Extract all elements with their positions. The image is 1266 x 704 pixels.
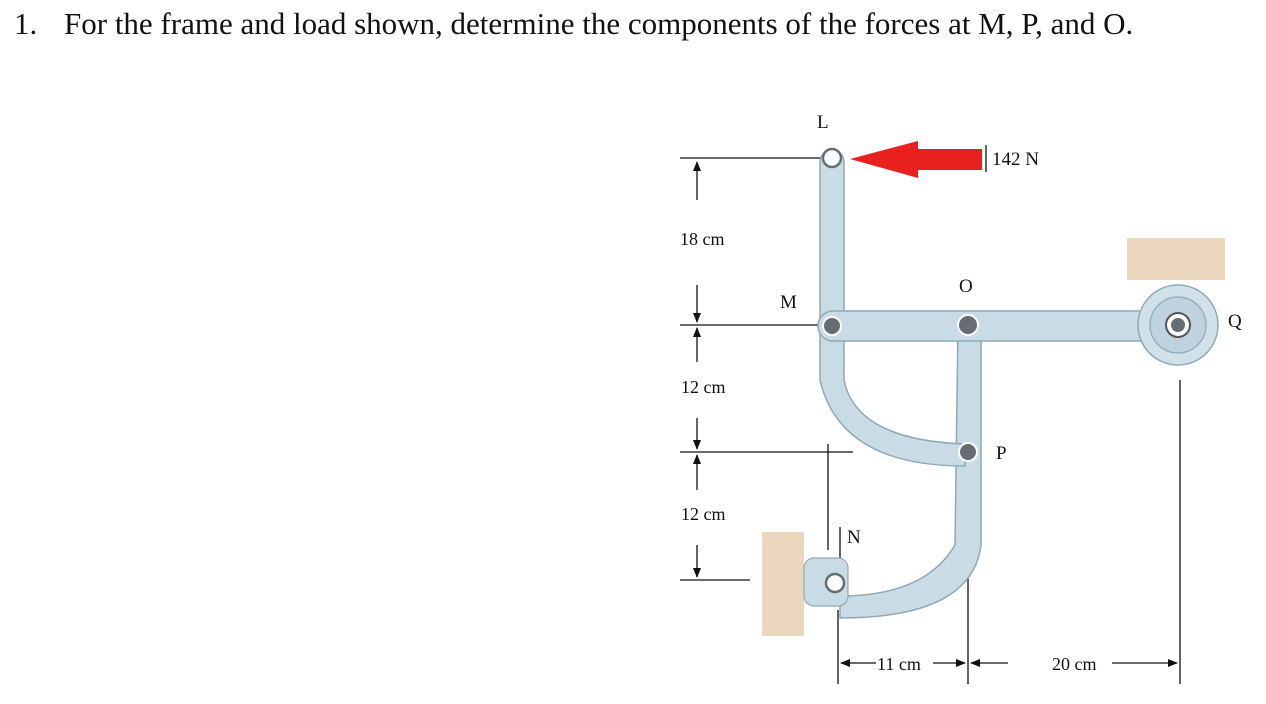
point-label-l: L [817,112,829,133]
frame-members [817,149,1187,619]
problem-text: For the frame and load shown, determine … [64,6,1134,41]
point-label-p: P [996,443,1007,464]
pin-o [957,314,979,336]
dimension-vertical-top: 18 cm [680,229,725,249]
point-label-n: N [847,527,861,548]
pin-l [821,147,843,169]
dimension-horizontal-right: 20 cm [1052,654,1097,674]
dimension-horizontal-left: 11 cm [877,654,921,674]
pins [821,147,979,594]
wall-support-n [762,532,804,636]
dimension-vertical-bottom: 12 cm [681,504,726,524]
pin-n [824,572,846,594]
curved-member-m-p [819,329,966,467]
problem-statement: 1. For the frame and load shown, determin… [14,6,1133,42]
load-arrow [850,141,982,178]
point-label-q: Q [1228,311,1242,332]
vertical-member-l-m [819,149,845,336]
curved-member-n-o [839,324,982,619]
pin-m [822,316,842,336]
dimension-vertical-mid: 12 cm [681,377,726,397]
load-label: 142 N [992,149,1039,170]
point-label-m: M [780,292,797,313]
wall-support-q [1127,238,1225,280]
problem-number: 1. [14,6,38,41]
point-label-o: O [959,276,973,297]
pin-p [958,442,978,462]
horizontal-member-m-q [817,310,1187,342]
pulley-q [1137,284,1219,366]
